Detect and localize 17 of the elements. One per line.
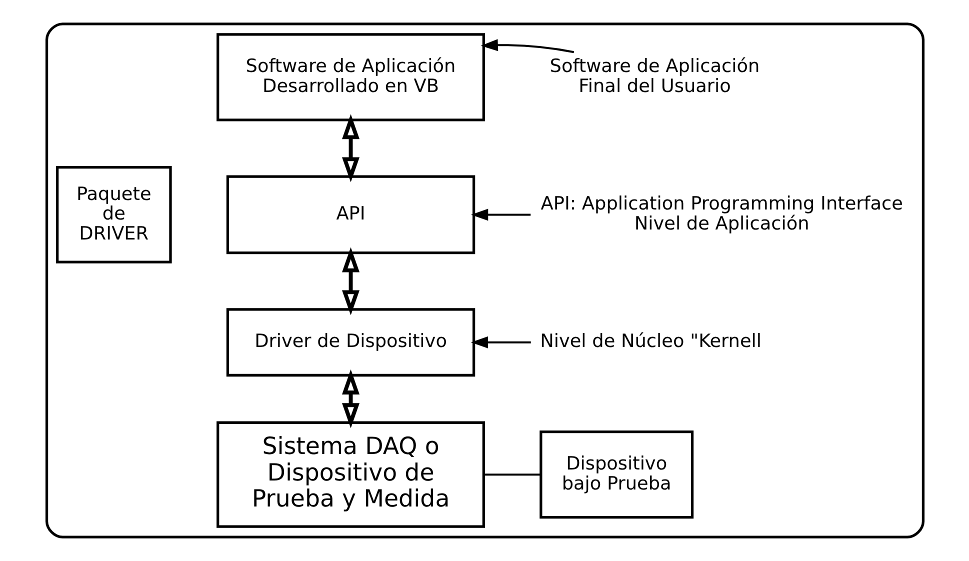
arrow [470, 208, 530, 221]
arrow [480, 39, 574, 54]
node-text: Software de Aplicación Final del Usuario [549, 56, 760, 97]
arrow [342, 369, 360, 428]
connector [484, 474, 540, 476]
arrow [342, 114, 360, 182]
node-text: Nivel de Núcleo "Kernell [540, 331, 762, 352]
arrow [470, 336, 530, 348]
node-box: Software de Aplicación Desarrollado en VB [216, 33, 484, 122]
node-box: Paquete de DRIVER [56, 166, 172, 264]
cluster [44, 22, 924, 538]
node-box: Driver de Dispositivo [226, 308, 475, 377]
arrow [342, 247, 360, 316]
node-box: Sistema DAQ o Dispositivo de Prueba y Medida [216, 421, 484, 528]
node-box: API [226, 175, 475, 254]
node-box: Dispositivo bajo Prueba [539, 430, 694, 519]
node-text: API: Application Programming Interface Nivel de Aplicación [540, 194, 902, 234]
